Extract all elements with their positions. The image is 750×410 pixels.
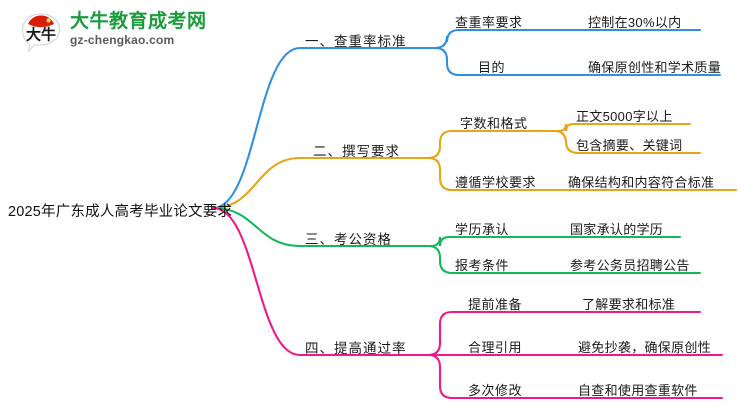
mindmap-branch-1[interactable]: 一、查重率标准 — [305, 34, 407, 49]
mindmap-branch-4[interactable]: 四、提高通过率 — [305, 341, 407, 356]
logo-name-cn: 大牛教育成考网 — [70, 11, 207, 32]
mindmap-leaf-2-1-2[interactable]: 包含摘要、关键词 — [576, 138, 683, 153]
logo-mark-icon: 大牛 — [18, 10, 64, 56]
mindmap-node-4-1[interactable]: 提前准备 — [468, 297, 523, 312]
logo-name-en: gz-chengkao.com — [70, 33, 175, 47]
mindmap-node-1-2[interactable]: 目的 — [478, 60, 506, 75]
site-logo: 大牛 大牛教育成考网 gz-chengkao.com — [18, 8, 233, 58]
mindmap-leaf-4-2-1[interactable]: 避免抄袭，确保原创性 — [578, 340, 712, 355]
mindmap-node-1-1[interactable]: 查重率要求 — [455, 15, 523, 30]
mindmap-leaf-3-2-1[interactable]: 参考公务员招聘公告 — [570, 258, 690, 273]
mindmap-node-3-1[interactable]: 学历承认 — [455, 222, 510, 237]
mindmap-branch-2[interactable]: 二、撰写要求 — [313, 144, 400, 159]
mindmap-node-2-2[interactable]: 遵循学校要求 — [455, 175, 537, 190]
mindmap-leaf-4-1-1[interactable]: 了解要求和标准 — [582, 297, 676, 312]
mindmap-node-4-3[interactable]: 多次修改 — [468, 383, 523, 398]
mindmap-leaf-3-1-1[interactable]: 国家承认的学历 — [570, 222, 664, 237]
mindmap-branch-3[interactable]: 三、考公资格 — [305, 232, 392, 247]
logo-wordmark: 大牛教育成考网 gz-chengkao.com — [70, 11, 235, 48]
svg-text:大牛: 大牛 — [26, 26, 56, 44]
mindmap-leaf-4-3-1[interactable]: 自查和使用查重软件 — [578, 383, 698, 398]
mindmap-leaf-2-2-1[interactable]: 确保结构和内容符合标准 — [568, 175, 715, 190]
mindmap-node-2-1[interactable]: 字数和格式 — [460, 116, 528, 131]
mindmap-leaf-1-2-1[interactable]: 确保原创性和学术质量 — [588, 60, 722, 75]
mindmap-node-3-2[interactable]: 报考条件 — [455, 258, 510, 273]
mindmap-root-node[interactable]: 2025年广东成人高考毕业论文要求 — [8, 204, 233, 220]
mindmap-node-4-2[interactable]: 合理引用 — [468, 340, 523, 355]
mindmap-leaf-2-1-1[interactable]: 正文5000字以上 — [576, 109, 673, 124]
mindmap-leaf-1-1-1[interactable]: 控制在30%以内 — [588, 15, 682, 30]
